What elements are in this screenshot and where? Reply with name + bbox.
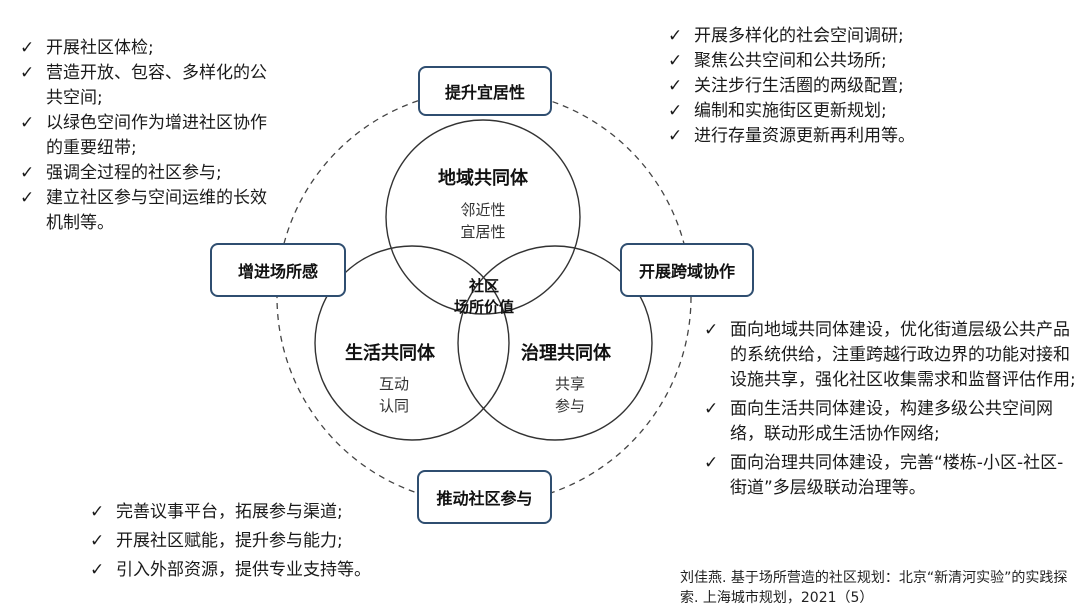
circle-right bbox=[457, 245, 653, 441]
check-icon: ✓ bbox=[90, 502, 105, 522]
top-left-list: ✓开展社区体检; ✓营造开放、包容、多样化的公共空间; ✓以绿色空间作为增进社区… bbox=[20, 36, 270, 236]
bottom-left-list: ✓完善议事平台，拓展参与渠道; ✓开展社区赋能，提升参与能力; ✓引入外部资源，… bbox=[90, 500, 420, 583]
check-icon: ✓ bbox=[20, 188, 35, 208]
outer-dashed-circle bbox=[276, 89, 692, 505]
right-middle-list: ✓面向地域共同体建设，优化街道层级公共产品的系统供给，注重跨越行政边界的功能对接… bbox=[704, 318, 1076, 501]
check-icon: ✓ bbox=[668, 76, 683, 96]
box-cross-domain-collaboration: 开展跨域协作 bbox=[620, 243, 754, 297]
check-icon: ✓ bbox=[704, 453, 719, 473]
circle-top bbox=[385, 119, 581, 315]
circle-left-subtitle: 互动认同 bbox=[378, 375, 409, 415]
box-enhance-sense-of-place: 增进场所感 bbox=[210, 243, 346, 297]
list-item: ✓进行存量资源更新再利用等。 bbox=[668, 124, 1068, 149]
check-icon: ✓ bbox=[704, 399, 719, 419]
check-icon: ✓ bbox=[668, 126, 683, 146]
check-icon: ✓ bbox=[90, 531, 105, 551]
list-item: ✓开展多样化的社会空间调研; bbox=[668, 24, 1068, 49]
check-icon: ✓ bbox=[668, 101, 683, 121]
list-item: ✓建立社区参与空间运维的长效机制等。 bbox=[20, 188, 267, 233]
box-improve-livability: 提升宜居性 bbox=[418, 66, 552, 116]
check-icon: ✓ bbox=[668, 26, 683, 46]
check-icon: ✓ bbox=[668, 51, 683, 71]
check-icon: ✓ bbox=[704, 320, 719, 340]
list-item: ✓关注步行生活圈的两级配置; bbox=[668, 74, 1068, 99]
check-icon: ✓ bbox=[90, 560, 105, 580]
box-promote-participation: 推动社区参与 bbox=[417, 470, 552, 524]
list-item: ✓营造开放、包容、多样化的公共空间; bbox=[20, 63, 267, 108]
list-item: ✓以绿色空间作为增进社区协作的重要纽带; bbox=[20, 113, 267, 158]
list-item: ✓面向治理共同体建设，完善“楼栋-小区-社区-街道”多层级联动治理等。 bbox=[704, 453, 1064, 498]
list-item: ✓聚焦公共空间和公共场所; bbox=[668, 49, 1068, 74]
check-icon: ✓ bbox=[20, 63, 35, 83]
list-item: ✓面向地域共同体建设，优化街道层级公共产品的系统供给，注重跨越行政边界的功能对接… bbox=[704, 320, 1076, 390]
list-item: ✓开展社区体检; bbox=[20, 36, 270, 61]
top-right-list: ✓开展多样化的社会空间调研; ✓聚焦公共空间和公共场所; ✓关注步行生活圈的两级… bbox=[668, 24, 1068, 149]
list-item: ✓强调全过程的社区参与; bbox=[20, 161, 270, 186]
circle-top-title: 地域共同体 bbox=[438, 168, 528, 189]
list-item: ✓引入外部资源，提供专业支持等。 bbox=[90, 558, 420, 583]
check-icon: ✓ bbox=[20, 38, 35, 58]
list-item: ✓完善议事平台，拓展参与渠道; bbox=[90, 500, 420, 525]
circle-right-subtitle: 共享参与 bbox=[554, 375, 585, 415]
list-item: ✓开展社区赋能，提升参与能力; bbox=[90, 529, 420, 554]
circle-left-title: 生活共同体 bbox=[345, 343, 435, 364]
circle-top-subtitle: 邻近性宜居性 bbox=[460, 201, 506, 241]
citation: 刘佳燕. 基于场所营造的社区规划：北京“新清河实验”的实践探索. 上海城市规划，… bbox=[680, 570, 1068, 606]
circle-right-title: 治理共同体 bbox=[521, 343, 611, 364]
check-icon: ✓ bbox=[20, 163, 35, 183]
list-item: ✓面向生活共同体建设，构建多级公共空间网络，联动形成生活协作网络; bbox=[704, 399, 1053, 444]
center-label: 社区场所价值 bbox=[453, 277, 514, 316]
check-icon: ✓ bbox=[20, 113, 35, 133]
circle-left bbox=[314, 245, 510, 441]
list-item: ✓编制和实施街区更新规划; bbox=[668, 99, 1068, 124]
